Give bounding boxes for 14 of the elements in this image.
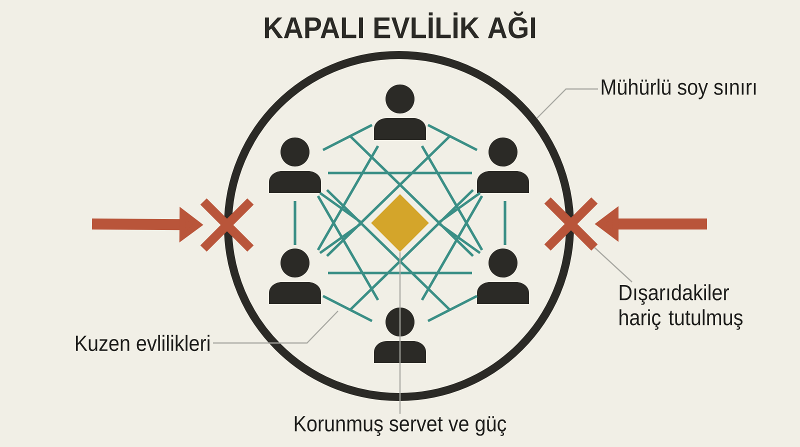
leader-line [399, 252, 401, 414]
boundary-circle [224, 51, 574, 401]
cross-mark [543, 196, 599, 252]
line-network [294, 124, 506, 322]
leader-line [594, 247, 632, 282]
title: KAPALI EVLİLİK AĞI [264, 12, 536, 38]
diamond [371, 194, 429, 252]
cross-mark [199, 197, 255, 253]
leader-line [213, 310, 338, 344]
callout-text: Kuzen evlilikleri [76, 334, 210, 352]
callout-text: Dışarıdakiler hariç tutulmuş [620, 284, 743, 330]
callout-text: Mühürlü soy sınırı [602, 78, 756, 100]
leader-line [536, 88, 598, 119]
callout-text: Korunmuş servet ve güç [294, 416, 506, 436]
